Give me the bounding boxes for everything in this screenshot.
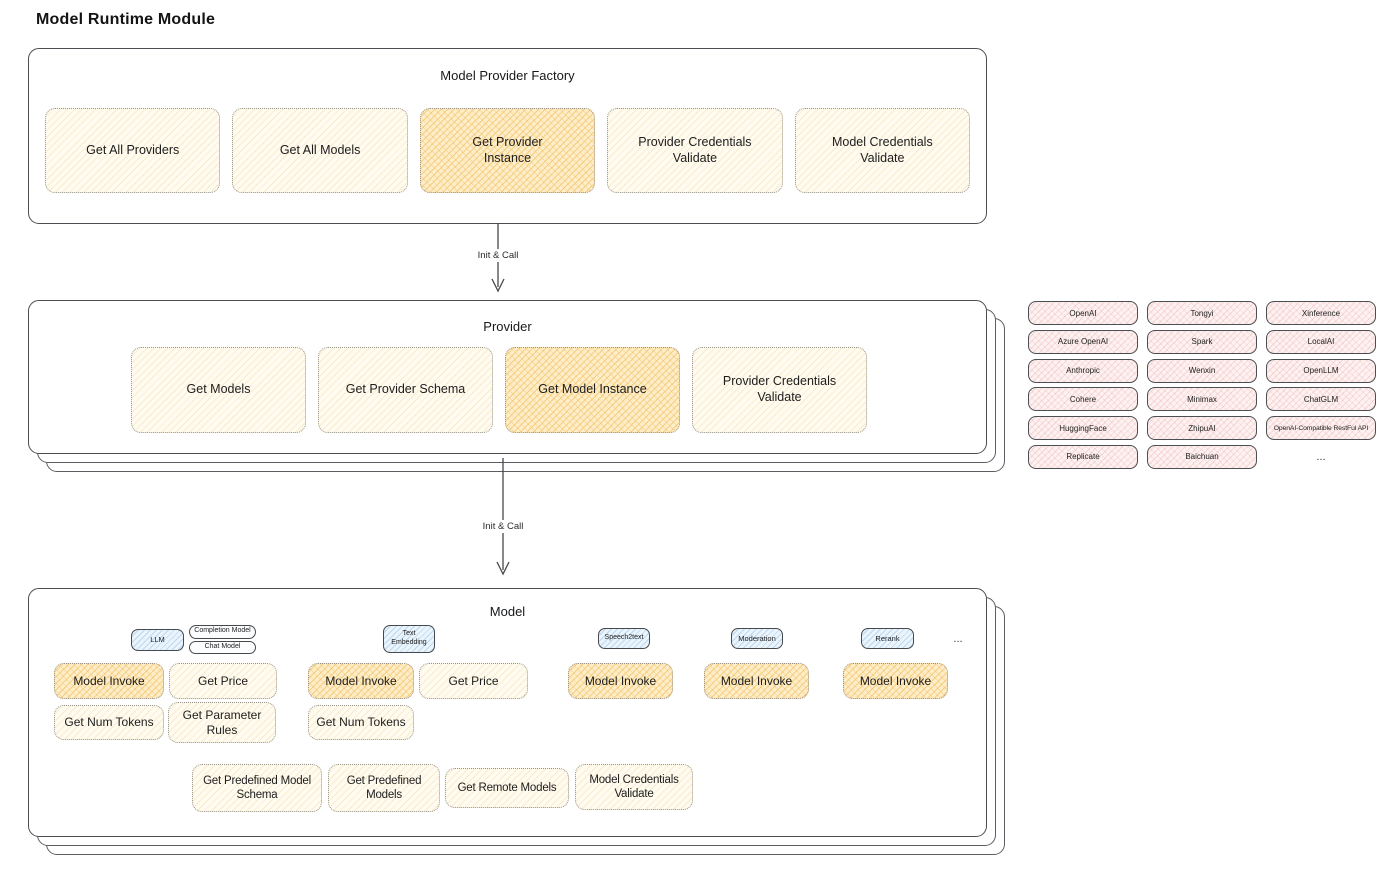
label: Get Provider Schema <box>345 382 466 397</box>
factory-items-row: Get All Providers Get All Models Get Pro… <box>45 108 971 193</box>
label: Speech2text <box>604 634 644 642</box>
arrow-down-icon <box>496 458 510 576</box>
box-model-invoke-text-embedding: Model Invoke <box>308 663 414 699</box>
label: Model Invoke <box>859 673 932 688</box>
page-title: Model Runtime Module <box>36 11 216 28</box>
label: Model Invoke <box>325 673 397 688</box>
label: Model Invoke <box>584 673 657 688</box>
label: LLM <box>150 635 165 645</box>
box-provider-credentials-validate: Provider Credentials Validate <box>607 108 783 193</box>
box-model-invoke-rerank: Model Invoke <box>843 663 948 699</box>
box-get-provider-schema: Get Provider Schema <box>318 347 493 433</box>
provider-chip-azure-openai: Azure OpenAI <box>1028 329 1138 354</box>
label: Model Invoke <box>73 673 145 688</box>
box-model-credentials-validate-2: Model Credentials Validate <box>575 764 693 810</box>
provider-chip-baichuan: Baichuan <box>1147 444 1257 469</box>
label: Text Embedding <box>391 630 427 646</box>
tag-completion-model: Completion Model <box>189 625 256 639</box>
arrow-label-init-call-1: Init & Call <box>450 249 546 262</box>
tag-chat-model: Chat Model <box>189 640 256 654</box>
tag-llm: LLM <box>131 629 184 651</box>
box-get-predefined-model-schema: Get Predefined Model Schema <box>192 764 322 812</box>
label: Get Model Instance <box>538 382 647 397</box>
tags-ellipsis: ... <box>953 633 963 645</box>
provider-chip-xinference: Xinference <box>1266 301 1376 325</box>
tag-rerank: Rerank <box>861 628 914 649</box>
box-get-provider-instance: Get Provider Instance <box>419 108 596 193</box>
box-model-invoke-llm: Model Invoke <box>54 663 164 699</box>
provider-chip-openai: OpenAI <box>1028 301 1138 325</box>
factory-section: Model Provider Factory Get All Providers… <box>28 48 987 224</box>
label: Get Models <box>186 382 251 397</box>
box-model-credentials-validate: Model Credentials Validate <box>794 108 971 193</box>
model-section: Model LLM Completion Model Chat Model Te… <box>28 588 987 837</box>
tag-text-embedding: Text Embedding <box>383 625 435 653</box>
provider-chip-openllm: OpenLLM <box>1266 358 1376 383</box>
label: Chat Model <box>204 642 241 650</box>
provider-items-row: Get Models Get Provider Schema Get Model… <box>131 347 867 433</box>
provider-section-title: Provider <box>483 319 532 334</box>
label: Model Credentials Validate <box>831 134 933 165</box>
box-model-invoke-moderation: Model Invoke <box>704 663 809 699</box>
box-get-models: Get Models <box>131 347 306 433</box>
box-model-invoke-speech2text: Model Invoke <box>568 663 673 699</box>
provider-chip-wenxin: Wenxin <box>1147 358 1257 383</box>
provider-section: Provider Get Models Get Provider Schema … <box>28 300 987 454</box>
factory-section-title: Model Provider Factory <box>440 68 575 83</box>
label: Get Predefined Model Schema <box>203 774 311 801</box>
label: Get Predefined Models <box>346 774 422 801</box>
provider-chip-spark: Spark <box>1147 329 1257 354</box>
label: Get Provider Instance <box>472 134 543 165</box>
label: Model Credentials Validate <box>589 773 679 800</box>
provider-chip-localai: LocalAI <box>1266 329 1376 354</box>
label: Get Parameter Rules <box>182 707 262 737</box>
label: Rerank <box>875 633 900 643</box>
provider-chip-cohere: Cohere <box>1028 387 1138 412</box>
label: Model Invoke <box>720 673 793 688</box>
provider-chip-huggingface: HuggingFace <box>1028 416 1138 441</box>
box-get-parameter-rules: Get Parameter Rules <box>168 702 276 743</box>
box-get-all-models: Get All Models <box>232 108 408 193</box>
label: Completion Model <box>194 627 251 635</box>
label: Get All Providers <box>86 142 180 157</box>
provider-chip-openai-compatible-restful-api: OpenAI-Compatible RestFul API <box>1266 416 1376 441</box>
tag-moderation: Moderation <box>731 628 783 649</box>
arrow-label-init-call-2: Init & Call <box>455 520 551 533</box>
label: Get Num Tokens <box>316 715 406 729</box>
box-get-num-tokens-llm: Get Num Tokens <box>54 705 164 740</box>
provider-chips-ellipsis: ... <box>1316 450 1326 463</box>
provider-chip-replicate: Replicate <box>1028 444 1138 469</box>
label: Provider Credentials Validate <box>638 134 752 165</box>
label: Get All Models <box>279 142 361 157</box>
label: Provider Credentials Validate <box>722 374 837 404</box>
box-get-predefined-models: Get Predefined Models <box>328 764 440 812</box>
box-get-price-text-embedding: Get Price <box>419 663 528 699</box>
provider-chip-tongyi: Tongyi <box>1147 301 1257 325</box>
box-get-num-tokens-text-embedding: Get Num Tokens <box>308 705 414 740</box>
provider-chip-chatglm: ChatGLM <box>1266 387 1376 412</box>
label: Get Num Tokens <box>64 715 154 729</box>
label: Get Price <box>197 673 248 688</box>
label: Moderation <box>738 633 776 643</box>
box-get-all-providers: Get All Providers <box>45 108 221 193</box>
provider-chip-anthropic: Anthropic <box>1028 358 1138 383</box>
label: Get Price <box>448 673 499 688</box>
model-section-title: Model <box>489 604 526 619</box>
provider-chips-grid: OpenAI Tongyi Xinference Azure OpenAI Sp… <box>1028 301 1376 469</box>
box-provider-credentials-validate-2: Provider Credentials Validate <box>692 347 867 433</box>
provider-chip-minimax: Minimax <box>1147 387 1257 412</box>
box-get-model-instance: Get Model Instance <box>505 347 680 433</box>
tag-speech2text: Speech2text <box>598 628 650 649</box>
box-get-price-llm: Get Price <box>169 663 277 699</box>
provider-chip-zhipuai: ZhipuAI <box>1147 416 1257 441</box>
box-get-remote-models: Get Remote Models <box>445 768 569 808</box>
label: Get Remote Models <box>457 781 557 794</box>
